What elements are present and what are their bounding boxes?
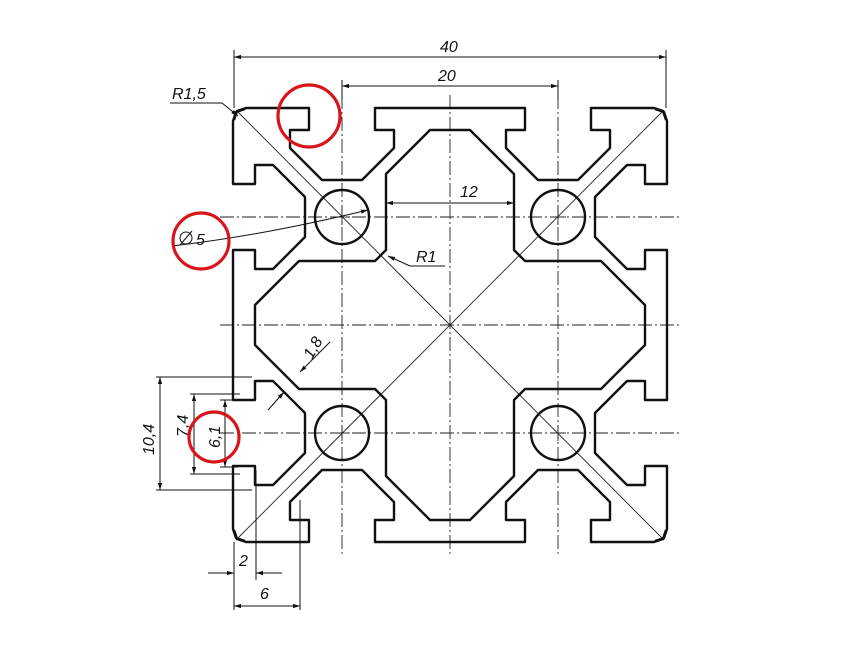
dim-2-label: 2 [238, 553, 248, 570]
bore-top-left [313, 188, 371, 246]
bore-bottom-right [529, 404, 587, 462]
cavity-quarter-0 [253, 128, 450, 325]
centerlines [220, 95, 680, 555]
dim-20-label: 20 [437, 68, 456, 85]
dim-74-label: 7,4 [175, 415, 192, 437]
center-cavity [253, 128, 647, 522]
profile-side-0 [232, 106, 668, 182]
dim-dia5-label: 5 [196, 232, 205, 249]
dim-r15-label: R1,5 [172, 86, 206, 103]
dim-6-label: 6 [260, 586, 269, 603]
profile-side-90 [593, 107, 669, 543]
dim-18 [299, 341, 331, 373]
bore-bottom-left [313, 404, 371, 462]
cavity-quarter-90 [253, 325, 450, 522]
core-bores [313, 188, 587, 462]
dimensions: 40 20 R1,5 12 5 R1 1,8 10,4 7,4 6,1 [141, 39, 667, 610]
dim-18-label: 1,8 [301, 334, 327, 362]
cavity-quarter-270 [450, 128, 647, 325]
dim-61-label: 6,1 [207, 426, 224, 448]
bore-top-right [529, 188, 587, 246]
dim-104-label: 10,4 [141, 424, 158, 455]
profile-side-270 [231, 107, 307, 543]
dim-r1 [387, 255, 445, 267]
highlights [171, 83, 342, 464]
dim-40-label: 40 [440, 39, 458, 56]
dim-r1-label: R1 [416, 249, 436, 266]
cavity-quarter-180 [450, 325, 647, 522]
highlight-corner-radius [276, 83, 342, 149]
dim-r15 [170, 102, 239, 117]
profile-outline [231, 106, 669, 544]
profile-side-180 [232, 468, 668, 544]
highlight-bore-diameter [171, 211, 231, 271]
diameter-symbol-icon [179, 231, 193, 245]
dim-12-label: 12 [460, 184, 478, 201]
highlight-slot-opening [187, 410, 241, 464]
